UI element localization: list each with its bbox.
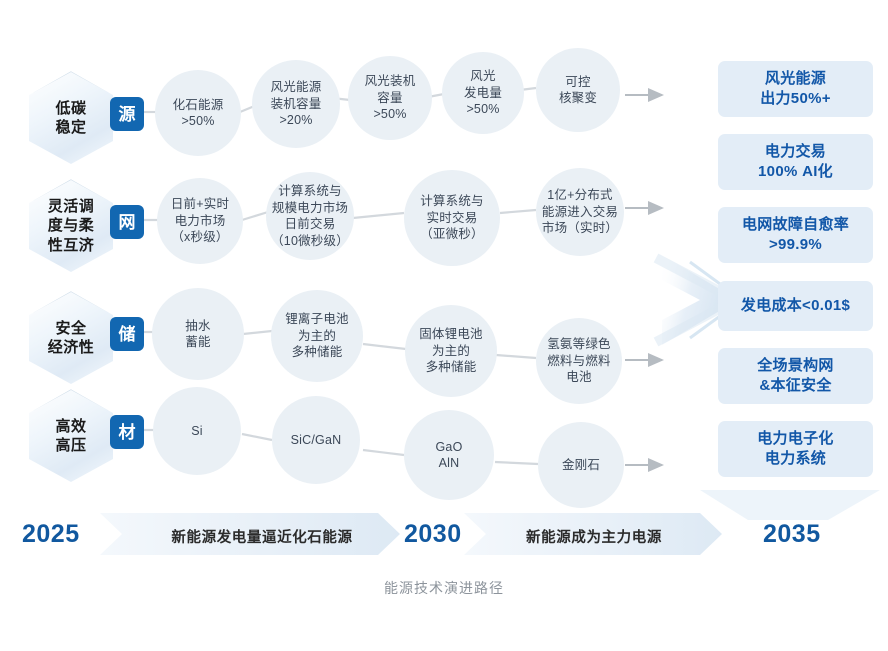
flow-node[interactable]: GaO AlN xyxy=(404,410,494,500)
flow-node[interactable]: SiC/GaN xyxy=(272,396,360,484)
flow-node-text: 日前+实时 电力市场 （x秒级） xyxy=(170,197,230,245)
timeline-milestone: 新能源发电量逼近化石能源 xyxy=(171,530,353,546)
pillar-label-line: 经济性 xyxy=(47,339,95,356)
pillar-label-line: 稳定 xyxy=(55,119,87,136)
flow-node[interactable]: 风光能源 装机容量 >20% xyxy=(252,60,340,148)
result-chip[interactable]: 风光能源 出力50%+ xyxy=(718,61,873,117)
flow-node-text: 氢氨等绿色 燃料与燃料 电池 xyxy=(547,337,611,385)
pillar-label-line: 灵活调 xyxy=(47,198,95,216)
flow-node[interactable]: 化石能源 >50% xyxy=(155,70,241,156)
pillar-hex-source: 低碳 稳定 xyxy=(29,72,113,164)
pillar-label-line: 性互济 xyxy=(47,236,95,254)
result-chip[interactable]: 电力电子化 电力系统 xyxy=(718,421,873,477)
flow-node-text: 金刚石 xyxy=(561,457,601,472)
result-chip-text: 电力交易 100% AI化 xyxy=(758,143,833,180)
pillar-hex-storage: 安全 经济性 xyxy=(29,292,113,384)
flow-node-text: 计算系统与 规模电力市场 日前交易 （10微秒级） xyxy=(271,184,349,248)
flow-node-text: 计算系统与 实时交易 （亚微秒） xyxy=(420,194,484,242)
pillar-label-line: 高效 xyxy=(55,417,87,435)
result-chip-text: 发电成本<0.01$ xyxy=(740,297,851,315)
flow-node[interactable]: 可控 核聚变 xyxy=(536,48,620,132)
flow-node-text: 锂离子电池 为主的 多种储能 xyxy=(285,312,349,360)
flow-node-text: GaO AlN xyxy=(435,439,463,471)
result-chip-text: 电网故障自愈率 >99.9% xyxy=(741,216,850,253)
flow-node[interactable]: 日前+实时 电力市场 （x秒级） xyxy=(157,178,243,264)
result-chip[interactable]: 全场景构网 &本征安全 xyxy=(718,348,873,404)
flow-node[interactable]: Si xyxy=(153,387,241,475)
result-chip-text: 电力电子化 电力系统 xyxy=(757,430,834,467)
result-chip[interactable]: 电网故障自愈率 >99.9% xyxy=(718,207,873,263)
flow-node-text: 固体锂电池 为主的 多种储能 xyxy=(419,327,483,375)
pillar-label-line: 高压 xyxy=(55,437,87,454)
flow-node[interactable]: 计算系统与 规模电力市场 日前交易 （10微秒级） xyxy=(266,172,354,260)
result-chip[interactable]: 电力交易 100% AI化 xyxy=(718,134,873,190)
flow-node[interactable]: 锂离子电池 为主的 多种储能 xyxy=(271,290,363,382)
flow-node[interactable]: 固体锂电池 为主的 多种储能 xyxy=(405,305,497,397)
timeline-milestone: 新能源成为主力电源 xyxy=(526,530,662,546)
result-chip-text: 全场景构网 &本征安全 xyxy=(757,357,834,394)
result-chip[interactable]: 发电成本<0.01$ xyxy=(718,281,873,331)
timeline-year: 2030 xyxy=(404,520,462,548)
flow-node[interactable]: 金刚石 xyxy=(538,422,624,508)
flow-node-text: SiC/GaN xyxy=(290,432,342,447)
pillar-badge-source[interactable]: 源 xyxy=(110,97,144,131)
flow-node-text: 化石能源 >50% xyxy=(172,97,224,129)
flow-node[interactable]: 抽水 蓄能 xyxy=(152,288,244,380)
diagram-caption: 能源技术演进路径 xyxy=(384,580,504,596)
pillar-badge-network[interactable]: 网 xyxy=(110,205,144,239)
pillar-label-line: 低碳 xyxy=(55,99,87,117)
flow-node-text: 抽水 蓄能 xyxy=(185,318,211,350)
pillar-badge-storage[interactable]: 储 xyxy=(110,317,144,351)
flow-node-text: 风光 发电量 >50% xyxy=(463,69,503,117)
flow-node-text: 风光装机 容量 >50% xyxy=(364,74,416,122)
pillar-label-line: 安全 xyxy=(55,319,87,337)
flow-node[interactable]: 氢氨等绿色 燃料与燃料 电池 xyxy=(536,318,622,404)
pillar-hex-material: 高效 高压 xyxy=(29,390,113,482)
flow-node[interactable]: 风光装机 容量 >50% xyxy=(348,56,432,140)
result-chip-text: 风光能源 出力50%+ xyxy=(760,70,831,107)
pillar-badge-material[interactable]: 材 xyxy=(110,415,144,449)
flow-node[interactable]: 计算系统与 实时交易 （亚微秒） xyxy=(404,170,500,266)
flow-node-text: 1亿+分布式 能源进入交易 市场（实时） xyxy=(541,188,619,236)
flow-node-text: Si xyxy=(191,423,203,438)
flow-node[interactable]: 风光 发电量 >50% xyxy=(442,52,524,134)
flow-node-text: 风光能源 装机容量 >20% xyxy=(270,80,322,128)
pillar-label-line: 度与柔 xyxy=(47,217,95,235)
pillar-hex-network: 灵活调 度与柔 性互济 xyxy=(29,180,113,272)
timeline-year: 2035 xyxy=(763,520,821,548)
flow-node-text: 可控 核聚变 xyxy=(558,74,598,106)
timeline-year: 2025 xyxy=(22,520,80,548)
flow-node[interactable]: 1亿+分布式 能源进入交易 市场（实时） xyxy=(536,168,624,256)
